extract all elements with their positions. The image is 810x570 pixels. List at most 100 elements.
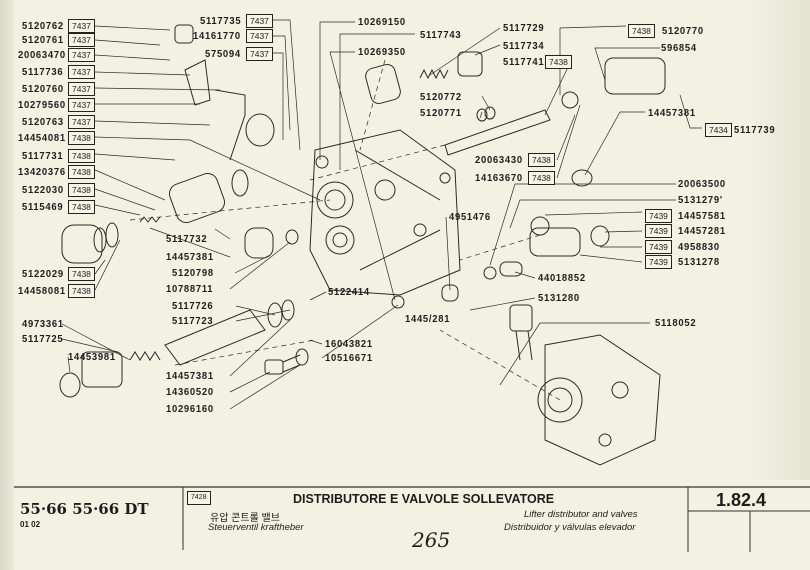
reference-box: 7437 [246, 29, 273, 43]
part-number: 5122030 [22, 184, 64, 196]
part-number: 10296160 [166, 403, 214, 415]
reference-box: 7439 [645, 255, 672, 269]
reference-box: 7438 [528, 171, 555, 185]
reference-box: 7437 [68, 48, 95, 62]
footer-rules [14, 486, 810, 552]
part-number: 13420376 [18, 166, 66, 178]
reference-box: 7437 [246, 47, 273, 61]
part-number: 5120761 [22, 34, 64, 46]
title-italian: DISTRIBUTORE E VALVOLE SOLLEVATORE [293, 492, 555, 506]
spool-assemblies [59, 24, 666, 398]
reference-box: 7438 [68, 131, 95, 145]
part-number: 44018852 [538, 272, 586, 284]
part-number: 5120798 [172, 267, 214, 279]
part-number: 10279560 [18, 99, 66, 111]
part-number: 5120760 [22, 83, 64, 95]
reference-box: 7437 [68, 82, 95, 96]
section-number: 1.82.4 [716, 490, 767, 510]
reference-box: 7437 [68, 65, 95, 79]
part-number: 10269150 [358, 16, 406, 28]
part-number: 1445/281 [405, 313, 451, 325]
part-number: 5118052 [655, 317, 697, 329]
part-number: 14457381 [166, 370, 214, 382]
part-number: 20063500 [678, 178, 726, 190]
title-english: Lifter distributor and valves [524, 509, 638, 520]
reference-box: 7437 [68, 98, 95, 112]
reference-box: 7438 [628, 24, 655, 38]
part-number: 14457281 [678, 225, 726, 237]
part-number: 14454081 [18, 132, 66, 144]
reference-box: 7438 [68, 284, 95, 298]
reference-box: 7438 [545, 55, 572, 69]
page-edge-shadow [0, 0, 14, 570]
main-housing [309, 129, 461, 296]
part-number: 5120770 [662, 25, 704, 37]
part-number: 5117741 [503, 56, 545, 68]
handwritten-page-number: 265 [412, 528, 451, 552]
part-number: 4973361 [22, 318, 64, 330]
part-number: 20063430 [475, 154, 523, 166]
title-spanish: Distribuidor y válvulas elevador [504, 522, 636, 533]
part-number: 14163670 [475, 172, 523, 184]
part-number: 5117726 [172, 300, 214, 312]
part-number: 14457381 [166, 251, 214, 263]
pump-assembly [509, 304, 661, 466]
part-number: 5120762 [22, 20, 64, 32]
part-number: 14360520 [166, 386, 214, 398]
part-number: 10788711 [166, 283, 214, 295]
reference-box: 7437 [68, 115, 95, 129]
part-number: 10269350 [358, 46, 406, 58]
reference-box: 7438 [68, 149, 95, 163]
part-number: 14161770 [193, 30, 241, 42]
part-number: 4951476 [449, 211, 491, 223]
reference-box: 7438 [68, 267, 95, 281]
part-number: 14457381 [648, 107, 696, 119]
part-number: 5117731 [22, 150, 64, 162]
part-number: 575094 [205, 48, 241, 60]
part-number: 5117736 [22, 66, 64, 78]
reference-box: 7434 [705, 123, 732, 137]
part-number: 20063470 [18, 49, 66, 61]
part-number: 596854 [661, 42, 697, 54]
part-number: 14458081 [18, 285, 66, 297]
part-number: 5117734 [503, 40, 545, 52]
leader-lines [61, 19, 702, 410]
reference-box: 7438 [68, 165, 95, 179]
part-number: 5131278 [678, 256, 720, 268]
part-number: 10516671 [325, 352, 373, 364]
part-number: 14457581 [678, 210, 726, 222]
dashed-axis-lines [129, 59, 561, 401]
page-edge-shadow [750, 0, 810, 480]
reference-box: 7437 [246, 14, 273, 28]
part-number: 4958830 [678, 241, 720, 253]
reference-box: 7438 [68, 200, 95, 214]
reference-box: 7439 [645, 240, 672, 254]
part-number: 5117723 [172, 315, 214, 327]
part-number: 5122029 [22, 268, 64, 280]
reference-box: 7428 [187, 491, 211, 505]
part-number: 5117725 [22, 333, 64, 345]
part-number: 5120763 [22, 116, 64, 128]
edition-code: 01 02 [20, 520, 41, 529]
part-number: 5120772 [420, 91, 462, 103]
part-number: 16043821 [325, 338, 373, 350]
part-number: 14453981 [68, 351, 116, 363]
model-names: 55·66 55·66 DT [20, 500, 149, 518]
part-number: 5117735 [200, 15, 242, 27]
part-number: 5131280 [538, 292, 580, 304]
reference-box: 7438 [528, 153, 555, 167]
reference-box: 7437 [68, 19, 95, 33]
part-number: 5120771 [420, 107, 462, 119]
title-korean: 유압 콘트롤 밸브 [210, 513, 280, 524]
title-german: Steuerventil kraftheber [208, 522, 304, 533]
part-number: 5115469 [22, 201, 64, 213]
part-number: 5131279' [678, 194, 723, 206]
reference-box: 7437 [68, 33, 95, 47]
part-number: 5122414 [328, 286, 370, 298]
part-number: 5117732 [166, 233, 208, 245]
part-number: 5117729 [503, 22, 545, 34]
part-number: 5117739 [734, 124, 776, 136]
part-number: 5117743 [420, 29, 462, 41]
reference-box: 7438 [68, 183, 95, 197]
